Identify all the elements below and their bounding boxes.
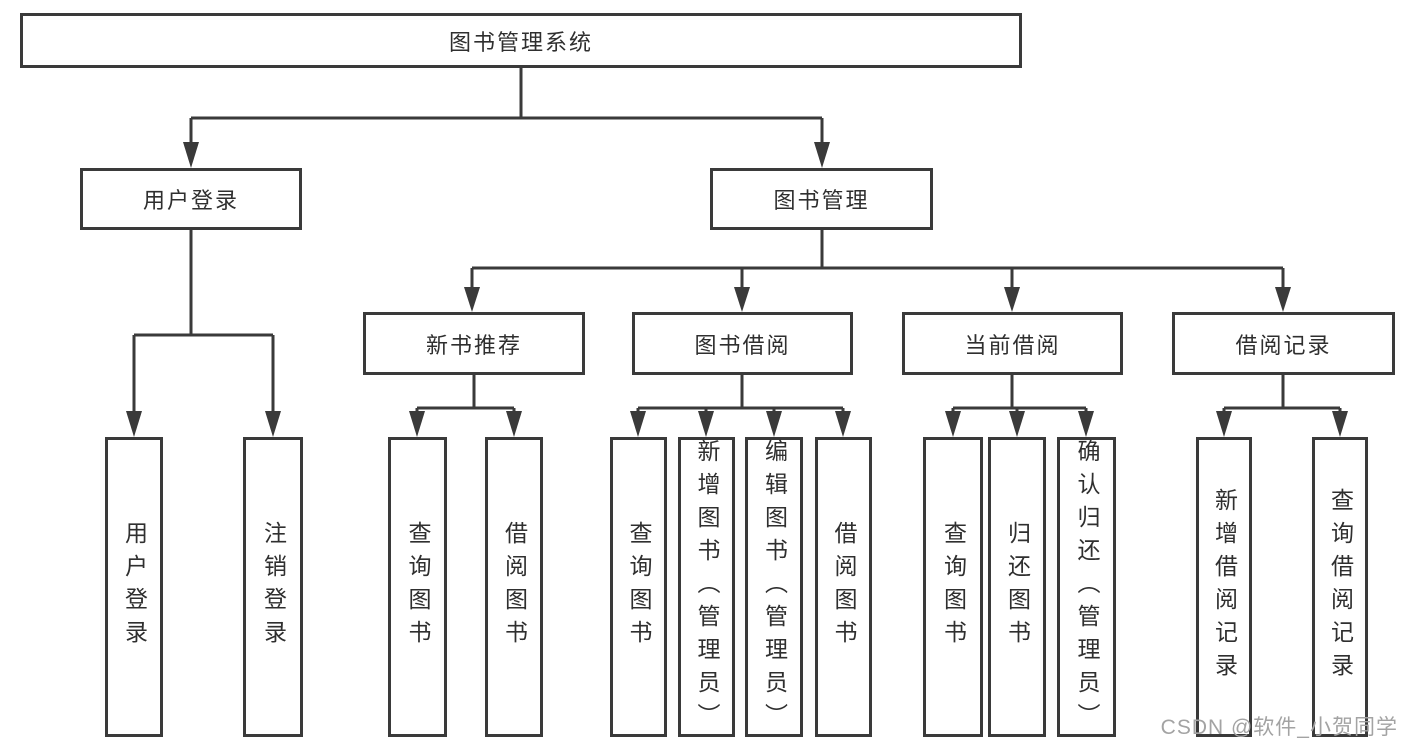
arrow-down-icon (183, 142, 199, 168)
node-book-borrow: 图书借阅 (632, 312, 853, 375)
node-current-borrow-label: 当前借阅 (964, 332, 1061, 358)
connector-book-management-to-level3 (470, 230, 1285, 289)
arrow-down-icon (1078, 411, 1094, 437)
connector-user-login-to-leaves (132, 230, 275, 413)
leaf-add-books-admin: 新增图书（管理员） (678, 437, 735, 737)
leaf-label: 归还图书 (1004, 521, 1031, 653)
node-borrow-records: 借阅记录 (1172, 312, 1395, 375)
connector-current-borrow-to-leaves (951, 375, 1088, 414)
arrow-down-icon (126, 411, 142, 437)
arrow-down-icon (506, 411, 522, 437)
arrow-down-icon (734, 287, 750, 312)
leaf-user-login: 用户登录 (105, 437, 163, 737)
leaf-label: 借阅图书 (831, 521, 857, 653)
leaf-borrow-books-recommend: 借阅图书 (485, 437, 543, 737)
leaf-query-books-borrow: 查询图书 (610, 437, 667, 737)
leaf-label: 查询图书 (940, 521, 967, 653)
arrow-down-icon (1275, 287, 1291, 312)
leaf-return-books: 归还图书 (988, 437, 1046, 737)
leaf-label: 用户登录 (121, 521, 148, 653)
leaf-label: 编辑图书（管理员） (761, 438, 788, 736)
node-root: 图书管理系统 (20, 13, 1022, 68)
arrow-down-icon (766, 411, 782, 437)
leaf-label: 查询图书 (405, 521, 431, 653)
csdn-watermark: CSDN @软件_小贺同学 (1160, 716, 1398, 739)
leaf-label: 新增借阅记录 (1211, 488, 1238, 686)
leaf-label: 新增图书（管理员） (694, 438, 720, 736)
arrow-down-icon (464, 287, 480, 312)
leaf-edit-books-admin: 编辑图书（管理员） (745, 437, 803, 737)
leaf-label: 注销登录 (260, 521, 287, 653)
leaf-query-books-current: 查询图书 (923, 437, 983, 737)
node-book-borrow-label: 图书借阅 (694, 332, 791, 358)
leaf-label: 查询图书 (626, 521, 652, 653)
connector-book-borrow-to-leaves (636, 375, 845, 414)
arrow-down-icon (1009, 411, 1025, 437)
arrow-down-icon (835, 411, 851, 437)
arrow-down-icon (814, 142, 830, 168)
connector-borrow-records-to-leaves (1222, 375, 1342, 414)
arrow-down-icon (1332, 411, 1348, 437)
arrow-down-icon (265, 411, 281, 437)
arrow-down-icon (409, 411, 425, 437)
node-user-login-label: 用户登录 (142, 188, 239, 213)
node-book-management: 图书管理 (710, 168, 933, 230)
leaf-label: 查询借阅记录 (1327, 488, 1354, 686)
arrow-down-icon (945, 411, 961, 437)
leaf-label: 借阅图书 (501, 521, 528, 653)
arrow-down-icon (1004, 287, 1020, 312)
arrow-down-icon (698, 411, 714, 437)
node-current-borrow: 当前借阅 (902, 312, 1123, 375)
node-book-management-label: 图书管理 (773, 188, 870, 213)
node-user-login: 用户登录 (80, 168, 302, 230)
leaf-confirm-return-admin: 确认归还（管理员） (1057, 437, 1116, 737)
connector-new-book-to-leaves (415, 375, 516, 414)
leaf-logout: 注销登录 (243, 437, 303, 737)
leaf-borrow-books: 借阅图书 (815, 437, 872, 737)
node-new-book-recommend-label: 新书推荐 (425, 332, 522, 358)
connector-root-to-level2 (189, 68, 824, 144)
arrow-down-icon (1216, 411, 1232, 437)
node-borrow-records-label: 借阅记录 (1235, 332, 1332, 358)
arrowheads (126, 142, 1348, 437)
node-new-book-recommend: 新书推荐 (363, 312, 585, 375)
leaf-add-borrow-record: 新增借阅记录 (1196, 437, 1252, 737)
leaf-query-borrow-record: 查询借阅记录 (1312, 437, 1368, 737)
leaf-label: 确认归还（管理员） (1074, 438, 1100, 736)
arrow-down-icon (630, 411, 646, 437)
leaf-query-books-recommend: 查询图书 (388, 437, 447, 737)
node-root-label: 图书管理系统 (448, 29, 593, 55)
